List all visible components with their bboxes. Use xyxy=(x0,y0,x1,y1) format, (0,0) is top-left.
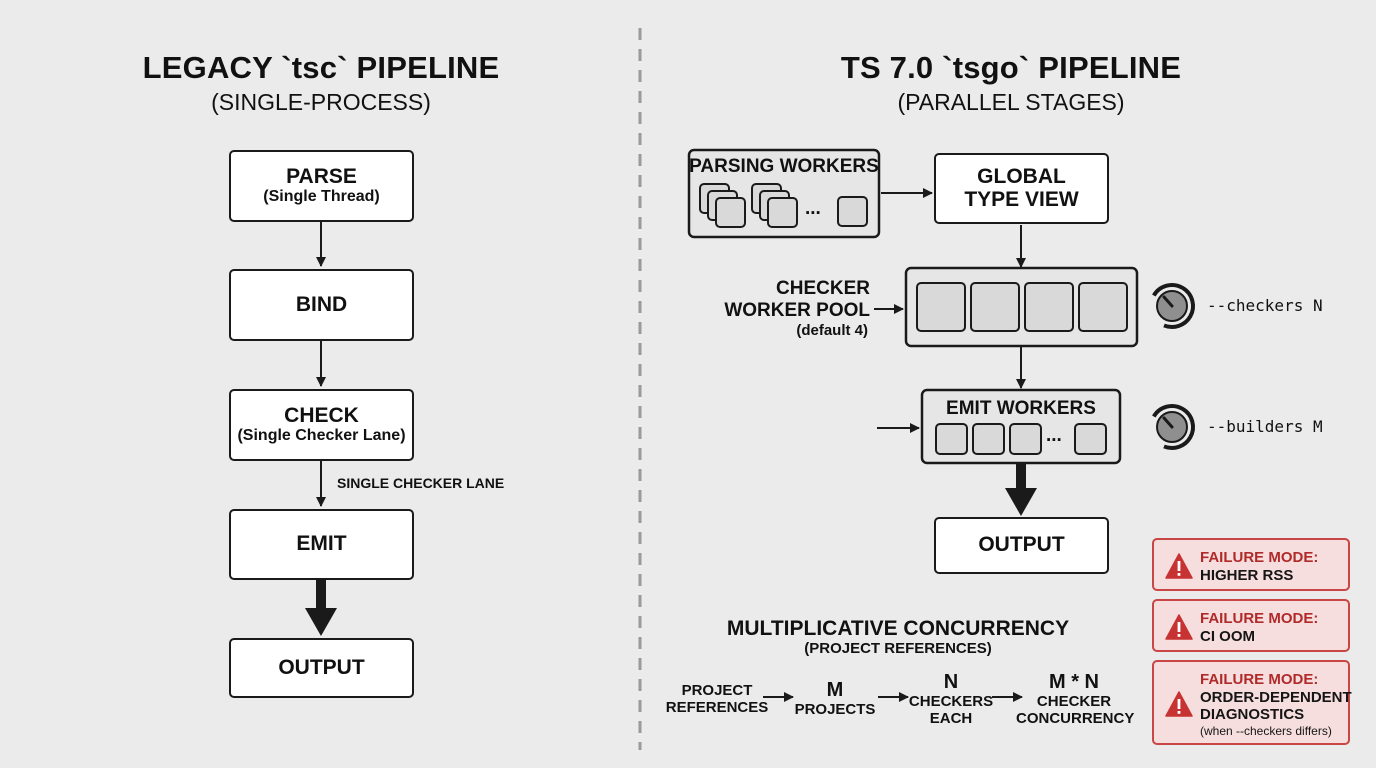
failure-mode-ci-oom: FAILURE MODE: CI OOM xyxy=(1152,599,1350,652)
dial-knob-icon xyxy=(1149,404,1195,450)
emit-worker-3 xyxy=(1009,423,1042,455)
checker-pool-default: (default 4) xyxy=(796,322,868,339)
chain-line: REFERENCES xyxy=(665,699,769,716)
parsing-worker-stack-1 xyxy=(699,183,746,228)
chain-value: M xyxy=(826,679,844,701)
node-label: OUTPUT xyxy=(278,655,365,679)
failure-body: CI OOM xyxy=(1200,628,1255,645)
chain-value: N xyxy=(943,671,959,693)
failure-title: FAILURE MODE: xyxy=(1200,610,1319,627)
legacy-check-node: CHECK (Single Checker Lane) xyxy=(229,389,414,461)
failure-body-group: ORDER-DEPENDENT DIAGNOSTICS (when --chec… xyxy=(1200,689,1352,740)
concurrency-title: MULTIPLICATIVE CONCURRENCY xyxy=(726,617,1070,640)
legacy-emit-node: EMIT xyxy=(229,509,414,580)
node-label: CHECK xyxy=(284,403,359,427)
chain-line: EACH xyxy=(929,710,973,727)
parsing-workers-ellipsis: ... xyxy=(805,198,821,219)
dial-knob-icon xyxy=(1149,283,1195,329)
chain-line: CHECKER xyxy=(1036,693,1112,710)
concurrency-subtitle: (PROJECT REFERENCES) xyxy=(804,640,992,657)
single-checker-lane-label: SINGLE CHECKER LANE xyxy=(337,475,505,491)
edge-emit-output-thick xyxy=(305,580,337,636)
chain-line: CONCURRENCY xyxy=(1016,710,1135,727)
node-sublabel: (Single Thread) xyxy=(263,187,380,205)
failure-body: HIGHER RSS xyxy=(1200,567,1294,584)
chain-step-m-times-n: M * N CHECKER CONCURRENCY xyxy=(1016,671,1135,727)
failure-body-line: DIAGNOSTICS xyxy=(1200,706,1305,723)
failure-mode-higher-rss: FAILURE MODE: HIGHER RSS xyxy=(1152,538,1350,591)
legacy-bind-node: BIND xyxy=(229,269,414,341)
warning-triangle-icon xyxy=(1165,691,1193,717)
legacy-output-node: OUTPUT xyxy=(229,638,414,698)
node-label: PARSE xyxy=(286,164,357,188)
emit-worker-last xyxy=(1074,423,1107,455)
emit-workers-label: EMIT WORKERS xyxy=(946,398,1096,419)
checker-pool-label: CHECKER WORKER POOL (default 4) xyxy=(720,278,870,340)
node-label: GLOBAL xyxy=(977,165,1066,189)
failure-title: FAILURE MODE: xyxy=(1200,671,1319,688)
checkers-flag: --checkers N xyxy=(1207,296,1323,315)
chain-step-m-projects: M PROJECTS xyxy=(785,679,885,718)
failure-note: (when --checkers differs) xyxy=(1200,724,1332,738)
node-sublabel: (Single Checker Lane) xyxy=(237,426,406,444)
parsing-worker-last xyxy=(837,196,868,227)
checker-worker-1 xyxy=(916,282,966,332)
legacy-title: LEGACY `tsc` PIPELINE xyxy=(142,50,500,85)
chain-step-n-checkers: N CHECKERS EACH xyxy=(901,671,1001,727)
checker-worker-2 xyxy=(970,282,1020,332)
emit-worker-1 xyxy=(935,423,968,455)
checker-worker-4 xyxy=(1078,282,1128,332)
legacy-subtitle: (SINGLE-PROCESS) xyxy=(211,89,431,115)
chain-line: PROJECT xyxy=(681,682,753,699)
chain-line: PROJECTS xyxy=(794,701,876,718)
node-label: OUTPUT xyxy=(978,533,1065,557)
chain-value: M * N xyxy=(1049,671,1099,693)
failure-mode-order-dependent: FAILURE MODE: ORDER-DEPENDENT DIAGNOSTIC… xyxy=(1152,660,1352,745)
chain-step-project-references: PROJECT REFERENCES xyxy=(662,682,772,716)
warning-triangle-icon xyxy=(1165,614,1193,640)
failure-body-line: ORDER-DEPENDENT xyxy=(1200,689,1352,706)
warning-triangle-icon xyxy=(1165,553,1193,579)
failure-title: FAILURE MODE: xyxy=(1200,549,1319,566)
tsgo-output-node: OUTPUT xyxy=(934,517,1109,574)
node-label: EMIT xyxy=(296,532,347,556)
checker-pool-label-line1: CHECKER xyxy=(776,278,870,299)
tsgo-subtitle: (PARALLEL STAGES) xyxy=(897,89,1125,115)
builders-flag: --builders M xyxy=(1207,417,1323,436)
parsing-workers-label: PARSING WORKERS xyxy=(689,156,879,177)
emit-workers-ellipsis: ... xyxy=(1046,425,1062,446)
edge-emit-output-right-thick xyxy=(1005,463,1037,516)
emit-worker-2 xyxy=(972,423,1005,455)
checker-worker-3 xyxy=(1024,282,1074,332)
legacy-parse-node: PARSE (Single Thread) xyxy=(229,150,414,222)
chain-line: CHECKERS xyxy=(908,693,994,710)
global-type-view-node: GLOBAL TYPE VIEW xyxy=(934,153,1109,224)
tsgo-title: TS 7.0 `tsgo` PIPELINE xyxy=(840,50,1182,85)
checker-pool-label-line2: WORKER POOL xyxy=(724,300,870,321)
node-label: TYPE VIEW xyxy=(964,187,1079,211)
parsing-worker-stack-2 xyxy=(751,183,798,228)
node-label: BIND xyxy=(295,292,348,316)
